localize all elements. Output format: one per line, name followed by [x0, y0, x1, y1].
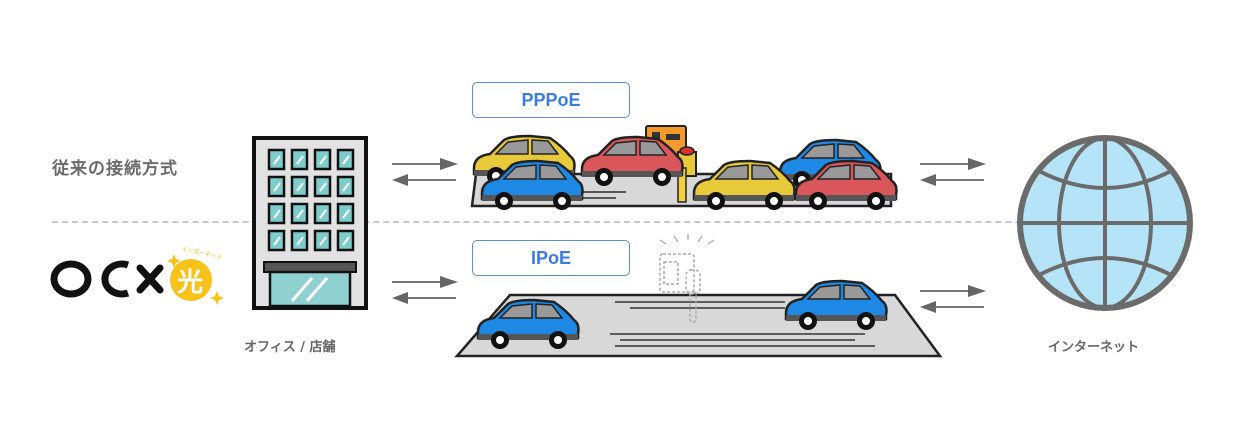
car-icon [784, 279, 888, 330]
car-icon [692, 159, 796, 210]
logo-kanji: 光 [177, 268, 204, 298]
ocn-hikari-logo: 光 インターネット [48, 246, 228, 310]
car-icon [580, 135, 684, 186]
office-building-icon [252, 136, 370, 311]
car-icon [480, 159, 584, 210]
conventional-method-label: 従来の接続方式 [52, 159, 178, 179]
office-label: オフィス / 店舗 [244, 340, 336, 355]
ipoe-label: IPoE [472, 240, 630, 276]
internet-label: インターネット [1048, 340, 1140, 355]
row-divider [52, 221, 1182, 223]
car-icon [794, 159, 898, 210]
pppoe-label: PPPoE [472, 82, 630, 118]
removed-toll-gate-icon [659, 234, 715, 323]
ocn-logo-graphic [50, 254, 224, 305]
car-icon [476, 298, 580, 349]
